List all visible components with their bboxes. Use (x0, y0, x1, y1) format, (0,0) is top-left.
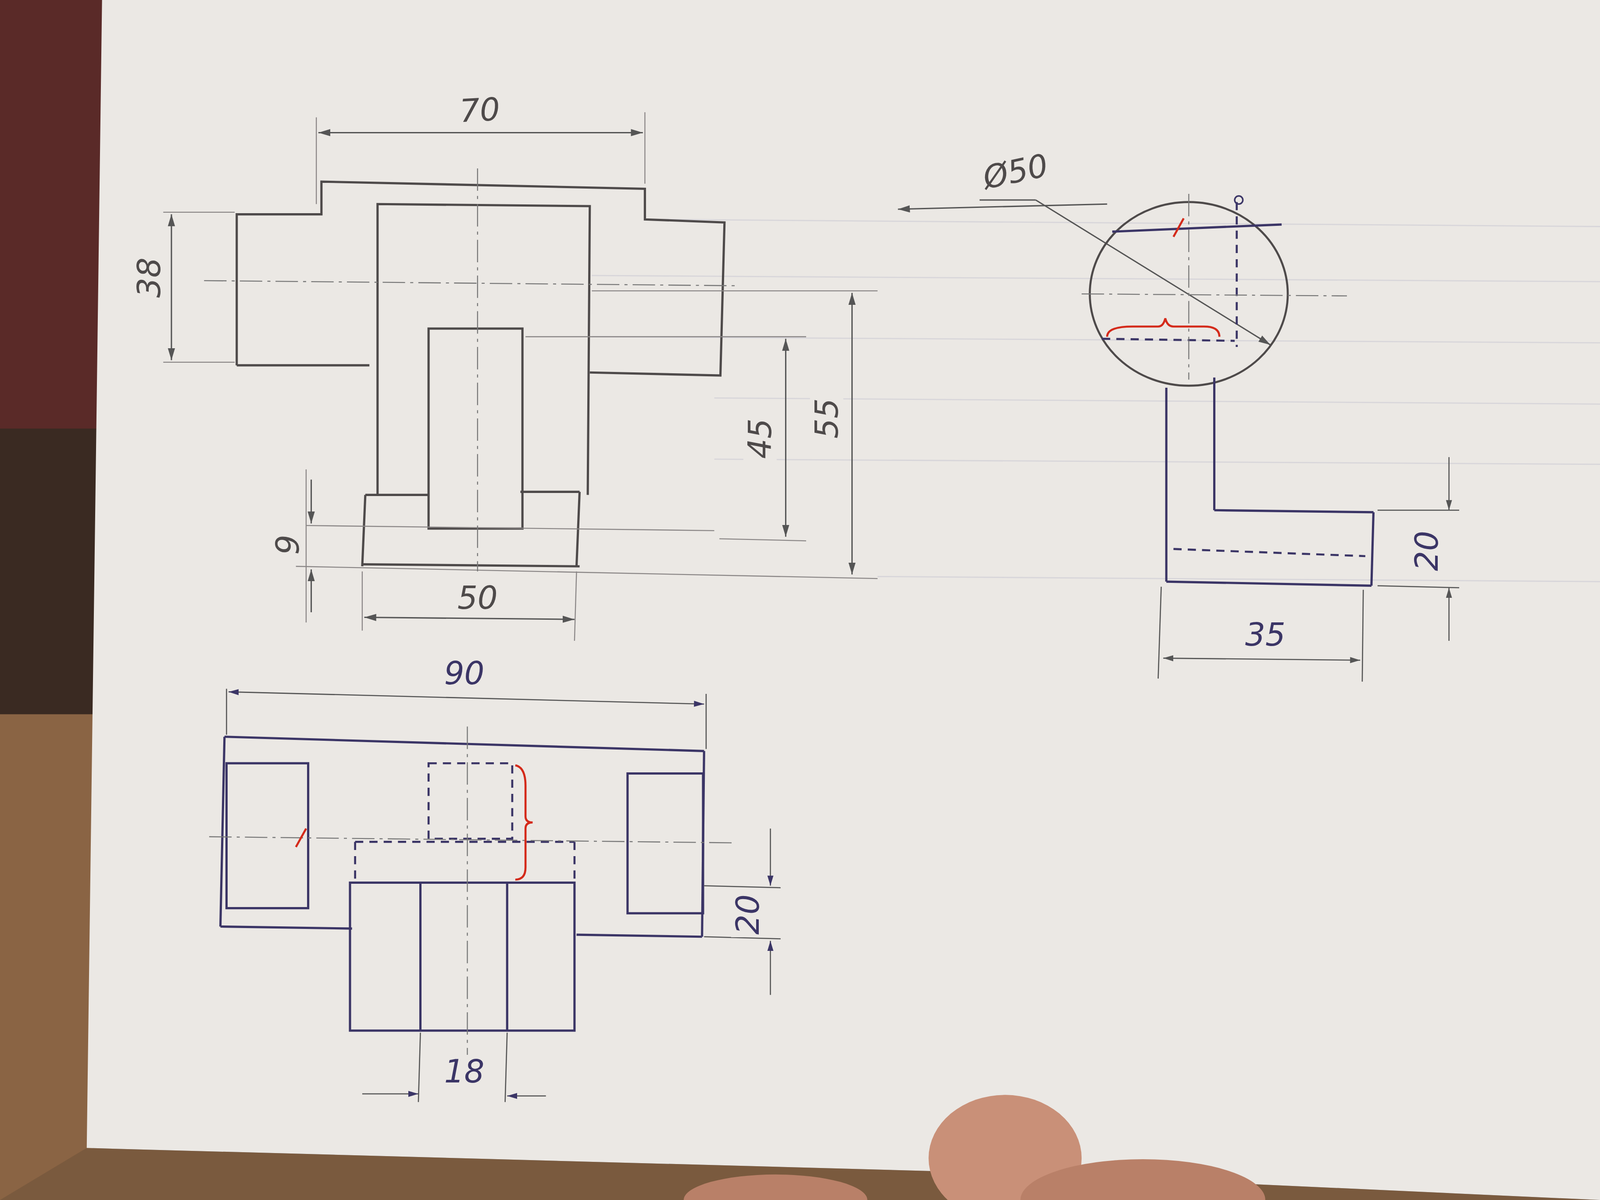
dimension-value: 18 (441, 1054, 488, 1089)
dimension-value: 20 (1409, 528, 1443, 574)
dimension-value: 20 (731, 891, 765, 938)
dimension-value: 35 (1242, 617, 1289, 652)
dimension-value: 50 (454, 581, 501, 615)
dimension-value: 9 (271, 532, 305, 558)
dimension-value: 70 (456, 92, 504, 129)
dimension-value: 55 (809, 395, 843, 442)
dimension-value: 90 (441, 656, 488, 690)
dimension-value: 38 (132, 254, 166, 301)
dimension-value: 45 (743, 416, 777, 462)
